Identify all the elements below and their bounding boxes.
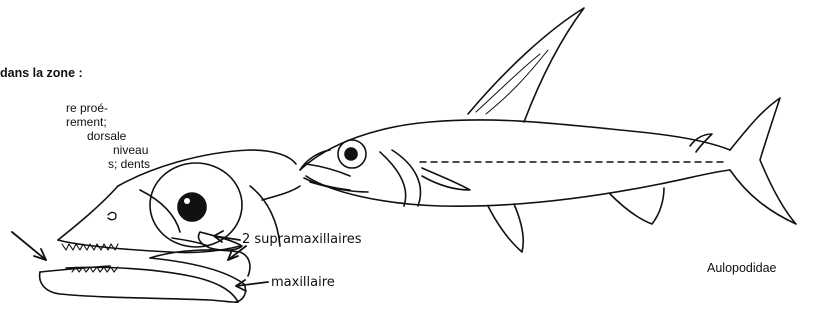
fish-body-drawing: [300, 8, 796, 252]
family-name-label: Aulopodidae: [707, 261, 777, 275]
supramaxillaires-label: 2 supramaxillaires: [242, 232, 362, 247]
head-closeup-drawing: [40, 150, 300, 302]
description-line-1: re proé-: [66, 101, 108, 115]
maxillaire-label: maxillaire: [271, 275, 335, 290]
description-line-3: dorsale: [87, 129, 126, 143]
description-line-4: niveau: [113, 143, 148, 157]
description-line-5: s; dents: [108, 157, 150, 171]
section-heading: dans la zone :: [0, 66, 83, 80]
description-line-2: rement;: [66, 115, 107, 129]
